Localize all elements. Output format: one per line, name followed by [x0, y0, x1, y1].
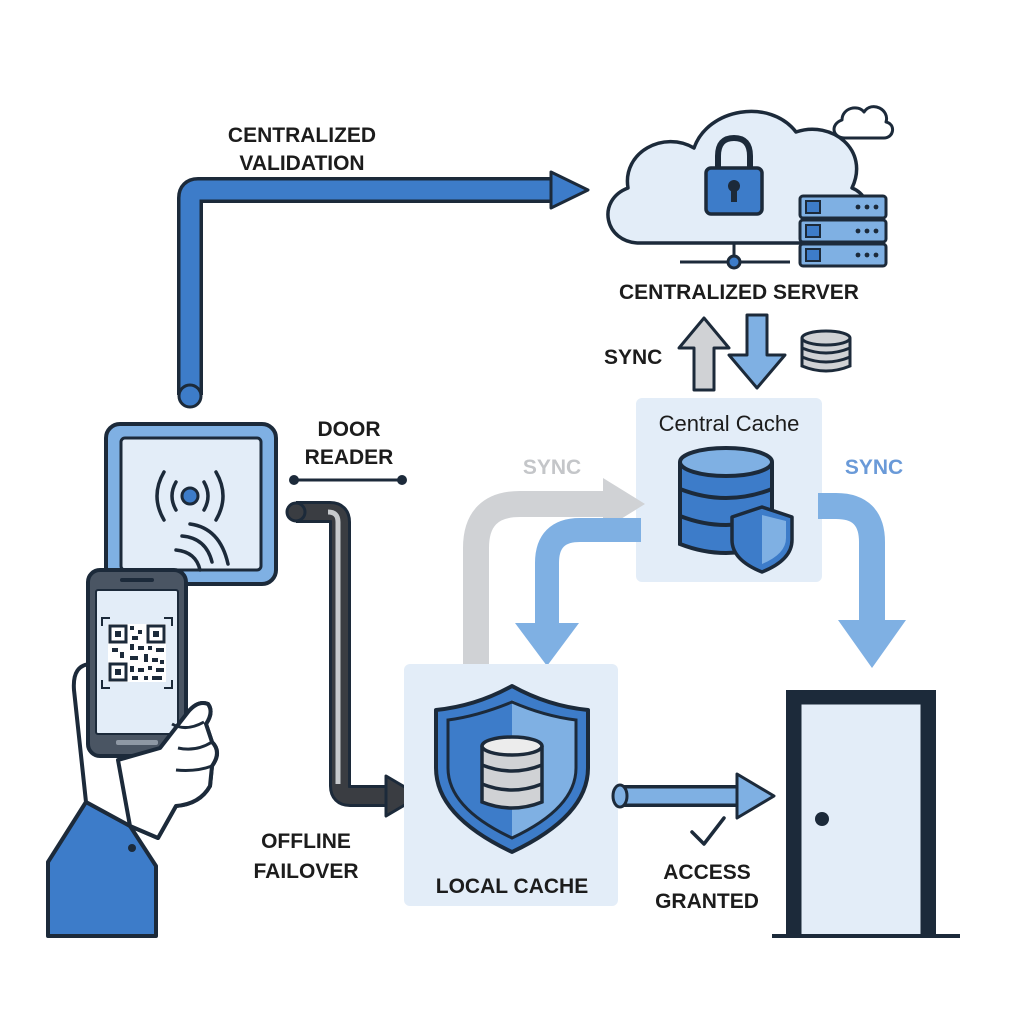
- sync-label-grey: SYNC: [523, 456, 581, 479]
- offline-failover-label-line2: FAILOVER: [253, 860, 358, 883]
- database-icon: [800, 329, 852, 373]
- access-granted-label-line2: GRANTED: [655, 890, 759, 913]
- qr-code-icon: [101, 617, 173, 689]
- sync-blue-arrow-to-local-cache: [515, 518, 641, 666]
- local-cache-label: LOCAL CACHE: [436, 875, 588, 898]
- server-rack-icon: [798, 194, 888, 268]
- sync-up-arrow: [677, 316, 731, 392]
- offline-failover-label-line1: OFFLINE: [261, 830, 351, 853]
- door-reader-label-line1: DOOR: [318, 418, 381, 441]
- central-cache-label: Central Cache: [659, 411, 800, 436]
- centralized-validation-arrow: [177, 170, 590, 409]
- door-reader-pointer: [289, 475, 407, 485]
- small-cloud-icon: [832, 105, 894, 140]
- centralized-validation-label-line2: VALIDATION: [239, 152, 364, 175]
- sync-blue-arrow-to-door: [818, 493, 906, 668]
- rfid-reader-icon: [104, 422, 278, 586]
- centralized-validation-label-line1: CENTRALIZED: [228, 124, 376, 147]
- central-cache-shield-icon: [730, 505, 794, 574]
- padlock-icon: [704, 134, 764, 216]
- door-reader-label-line2: READER: [305, 446, 394, 469]
- finger-overlay: [116, 701, 219, 840]
- sync-grey-arrow: [463, 478, 645, 665]
- access-granted-label-line1: ACCESS: [663, 861, 751, 884]
- access-arrow: [611, 772, 776, 820]
- centralized-server-label: CENTRALIZED SERVER: [619, 281, 859, 304]
- offline-failover-arrow: [285, 501, 422, 818]
- sync-label-blue: SYNC: [845, 456, 903, 479]
- door-icon: [772, 690, 960, 938]
- sync-label-server: SYNC: [604, 346, 662, 369]
- checkmark-icon: [690, 816, 726, 846]
- network-connector: [680, 243, 790, 270]
- sync-down-arrow: [727, 313, 787, 390]
- local-cache-database-icon: [480, 735, 544, 810]
